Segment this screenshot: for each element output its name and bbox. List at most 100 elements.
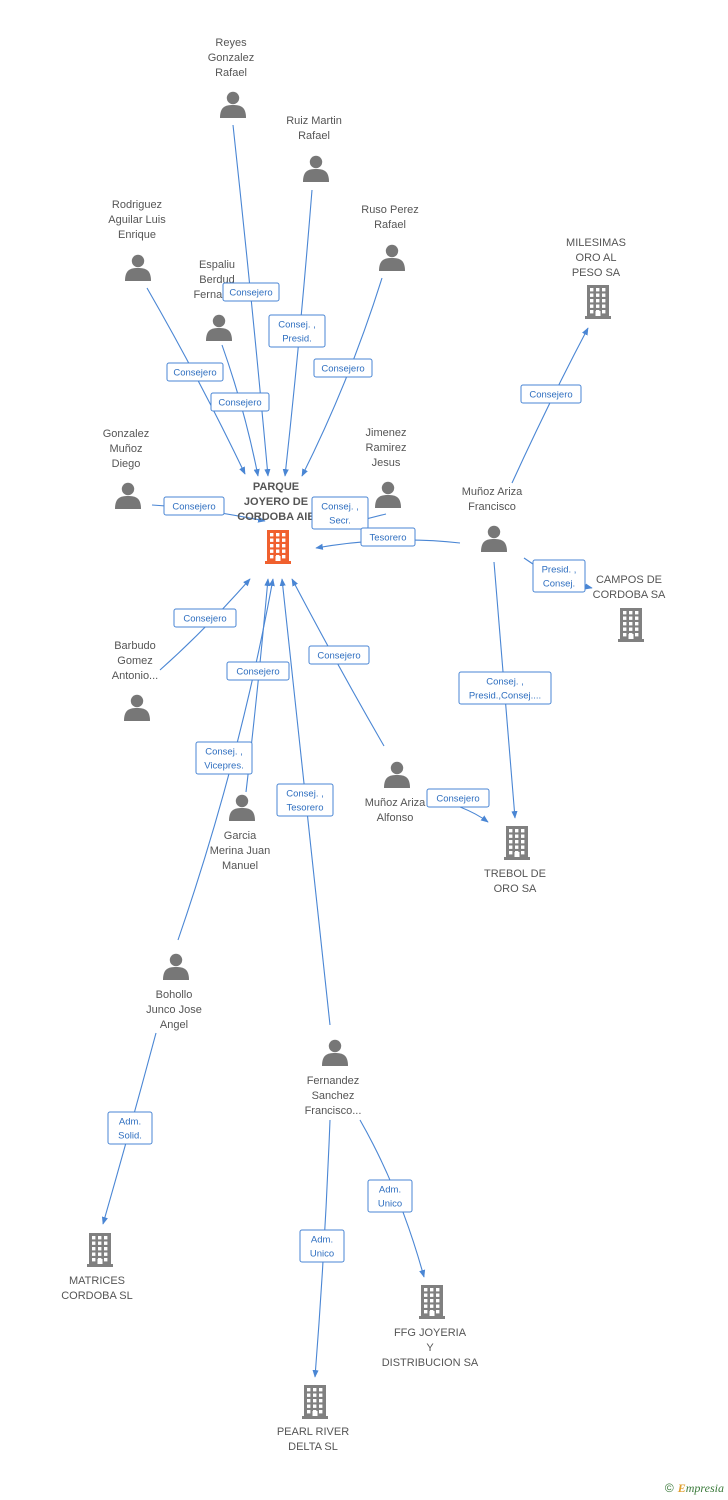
edge-label-box xyxy=(226,661,290,681)
brand-name: mpresia xyxy=(685,1481,724,1495)
edge-label-munozalfonso-to-trebol[interactable]: Consejero xyxy=(426,788,490,808)
node-label: DELTA SL xyxy=(288,1441,338,1453)
edge-label-text: Tesorero xyxy=(287,803,324,814)
company-icon xyxy=(618,608,644,642)
edge-label-text: Consejero xyxy=(229,288,272,299)
person-icon xyxy=(322,1039,348,1066)
edge-label-text: Presid. , xyxy=(542,565,577,576)
node-label: Manuel xyxy=(222,860,258,872)
edge-label-box xyxy=(210,392,270,412)
company-icon xyxy=(302,1385,328,1419)
node-label: Bohollo xyxy=(156,989,193,1001)
edge-label-ruizmartin-to-parque[interactable]: Consej. ,Presid. xyxy=(268,314,326,348)
edge-label-gonzalezmunoz-to-parque[interactable]: Consejero xyxy=(163,496,225,516)
edge-label-box xyxy=(299,1229,345,1263)
node-label: Diego xyxy=(112,458,141,470)
edge-label-rusoperez-to-parque[interactable]: Consejero xyxy=(313,358,373,378)
edge-label-munozfrancisco-to-milesimas[interactable]: Consejero xyxy=(520,384,582,404)
edge-label-box xyxy=(107,1111,153,1145)
node-label: ORO AL xyxy=(576,252,617,264)
node-label: Barbudo xyxy=(114,640,156,652)
brand-initial: E xyxy=(677,1481,686,1495)
node-label: PARQUE xyxy=(253,481,299,493)
edge-label-text: Presid.,Consej.... xyxy=(469,691,541,702)
edge-label-munozalfonso-to-parque[interactable]: Consejero xyxy=(308,645,370,665)
edge-label-text: Unico xyxy=(310,1249,334,1260)
edge-label-bohollo-to-matrices[interactable]: Adm.Solid. xyxy=(107,1111,153,1145)
edge-label-text: Consejero xyxy=(236,667,279,678)
company-icon xyxy=(87,1233,113,1267)
node-label: Francisco... xyxy=(305,1105,362,1117)
edge-label-text: Consejero xyxy=(529,390,572,401)
edge-label-jimenez-to-parque[interactable]: Consej. ,Secr. xyxy=(311,496,369,530)
node-label: DISTRIBUCION SA xyxy=(382,1357,479,1369)
edge-label-fernandez-to-pearl[interactable]: Adm. Unico xyxy=(299,1229,345,1263)
edge-label-rodriguez-to-parque[interactable]: Consejero xyxy=(166,362,224,382)
edge-label-munozfrancisco-to-trebol[interactable]: Consej. ,Presid.,Consej.... xyxy=(458,671,552,705)
edge-label-text: Tesorero xyxy=(370,533,407,544)
edge-label-fernandez-to-parque[interactable]: Consej. ,Tesorero xyxy=(276,783,334,817)
company-icon xyxy=(419,1285,445,1319)
node-label: Y xyxy=(426,1342,434,1354)
person-icon xyxy=(206,314,232,341)
person-icon xyxy=(115,482,141,509)
node-fernandez[interactable]: FernandezSanchezFrancisco... xyxy=(305,1039,362,1117)
node-label: Ruso Perez xyxy=(361,204,418,216)
edge-label-box xyxy=(313,358,373,378)
edge-label-box xyxy=(360,527,416,547)
center-company-icon xyxy=(265,530,291,564)
node-label: Enrique xyxy=(118,229,156,241)
node-label: Jesus xyxy=(372,457,401,469)
node-label: PEARL RIVER xyxy=(277,1426,349,1438)
node-pearl[interactable]: PEARL RIVER DELTA SL xyxy=(277,1385,349,1453)
node-label: Alfonso xyxy=(377,812,414,824)
node-label: Muñoz xyxy=(109,443,142,455)
edge-munozalfonso-to-parque xyxy=(291,578,385,747)
edge-label-text: Consejero xyxy=(172,502,215,513)
edge-label-munozfrancisco-to-parque[interactable]: Tesorero xyxy=(360,527,416,547)
edge-label-box xyxy=(173,608,237,628)
person-icon xyxy=(125,254,151,281)
edge-label-barbudo-to-parque[interactable]: Consejero xyxy=(173,608,237,628)
edge-label-garcia-to-parque[interactable]: Consejero xyxy=(226,661,290,681)
edge-label-text: Secr. xyxy=(329,516,351,527)
node-barbudo[interactable]: BarbudoGomezAntonio... xyxy=(112,640,158,721)
node-label: FFG JOYERIA xyxy=(394,1327,467,1339)
edge-label-munozfrancisco-to-campos[interactable]: Presid. , Consej. xyxy=(532,559,586,593)
node-label: Rodriguez xyxy=(112,199,162,211)
node-label: Gomez xyxy=(117,655,152,667)
edge-label-espaliu-to-parque[interactable]: Consejero xyxy=(210,392,270,412)
edge-label-text: Consejero xyxy=(317,651,360,662)
edge-label-bohollo-to-parque[interactable]: Consej. ,Vicepres. xyxy=(195,741,253,775)
node-label: Ramirez xyxy=(366,442,407,454)
edge-label-text: Adm. xyxy=(379,1185,401,1196)
edge-label-box xyxy=(163,496,225,516)
person-icon xyxy=(163,953,189,980)
edge-label-text: Adm. xyxy=(311,1235,333,1246)
edge-label-reyes-to-parque[interactable]: Consejero xyxy=(222,282,280,302)
node-label: Rafael xyxy=(374,219,406,231)
edge-label-text: Consej. xyxy=(543,579,575,590)
node-ffg[interactable]: FFG JOYERIA Y DISTRIBUCION SA xyxy=(382,1285,479,1369)
node-label: Rafael xyxy=(215,67,247,79)
node-label: Reyes xyxy=(215,37,247,49)
edge-label-text: Vicepres. xyxy=(204,761,243,772)
edge-label-fernandez-to-ffg[interactable]: Adm.Unico xyxy=(367,1179,413,1213)
